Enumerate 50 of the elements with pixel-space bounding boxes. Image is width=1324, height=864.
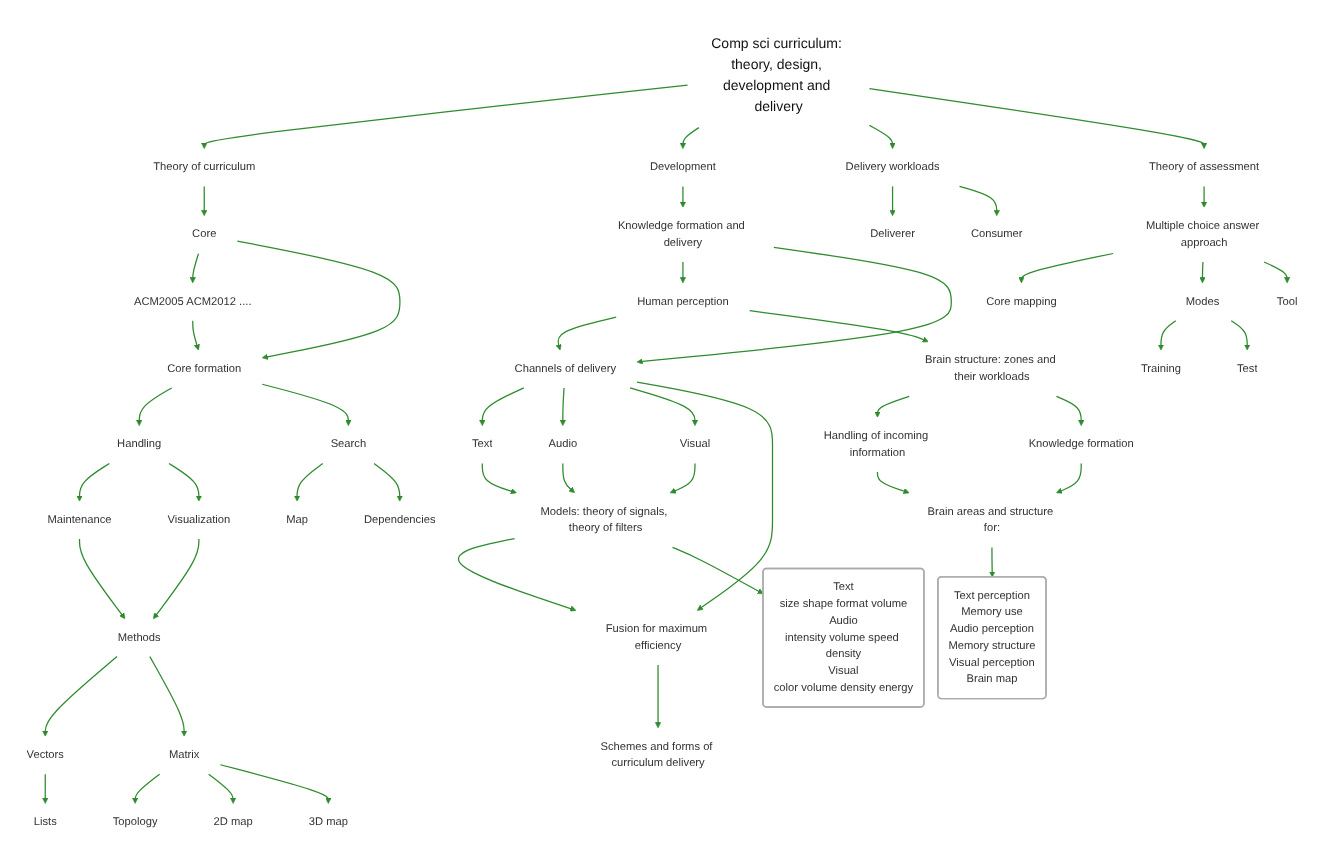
arrow	[132, 773, 161, 804]
arrow	[555, 316, 617, 351]
arrow	[958, 185, 1000, 217]
arrow	[219, 764, 332, 804]
arrow	[559, 387, 566, 426]
arrow	[261, 383, 352, 426]
arrow	[868, 124, 896, 149]
arrow	[149, 655, 188, 737]
arrow	[1018, 252, 1114, 284]
arrow	[636, 246, 952, 365]
arrow	[1056, 462, 1082, 494]
arrow	[189, 252, 200, 284]
arrow	[654, 664, 662, 729]
arrow	[481, 462, 517, 495]
arrow	[153, 538, 200, 620]
arrow	[876, 471, 910, 495]
arrow	[168, 462, 202, 502]
arrow	[373, 462, 403, 502]
arrow	[749, 310, 929, 343]
arrow	[208, 773, 237, 804]
arrow	[989, 546, 996, 578]
arrow	[136, 387, 173, 426]
arrow	[1201, 185, 1208, 208]
arrow	[1230, 320, 1251, 351]
arrow	[562, 462, 575, 494]
arrow	[636, 381, 774, 611]
arrow	[1157, 320, 1177, 351]
arrow	[1199, 261, 1206, 284]
arrow	[236, 240, 401, 360]
arrow	[78, 538, 126, 620]
arrow	[294, 462, 324, 502]
arrow	[679, 185, 686, 208]
arrow	[1055, 395, 1085, 426]
arrow	[42, 773, 49, 804]
arrow	[42, 655, 118, 737]
arrow	[679, 127, 700, 149]
arrow	[868, 88, 1208, 149]
arrow	[629, 387, 699, 426]
arrow	[479, 387, 525, 426]
arrow	[76, 462, 110, 502]
arrow	[679, 261, 686, 284]
arrow	[671, 546, 764, 595]
arrow	[192, 320, 200, 351]
arrow	[874, 395, 910, 418]
arrow	[669, 462, 696, 494]
arrow	[201, 84, 689, 149]
arrow	[889, 185, 896, 217]
arrow	[1263, 261, 1291, 284]
arrow	[458, 537, 577, 612]
arrow	[201, 185, 208, 217]
